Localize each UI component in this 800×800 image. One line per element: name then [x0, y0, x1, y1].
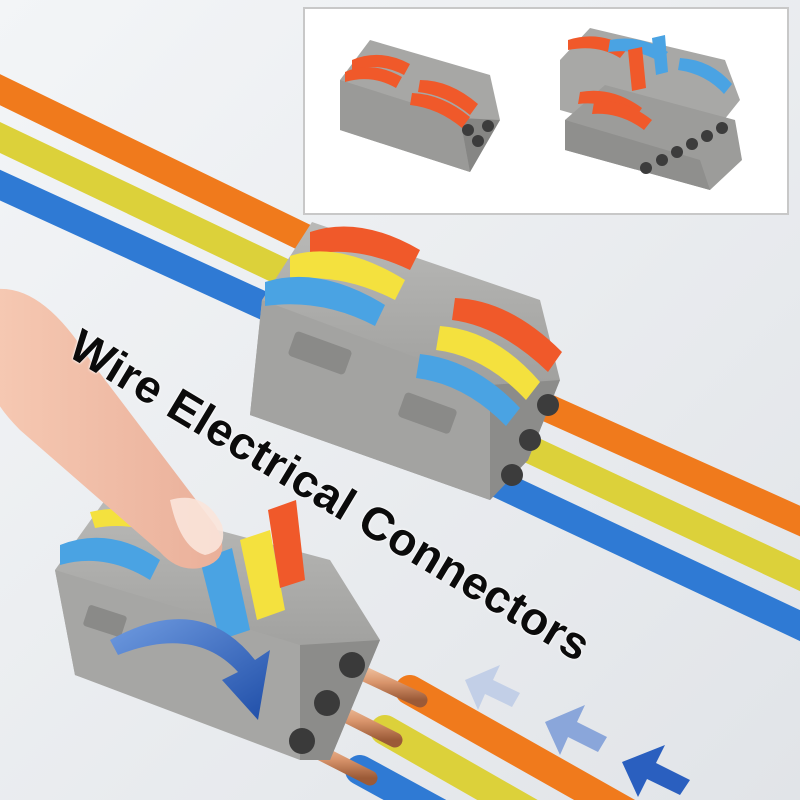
insert-direction-arrow-icon: [465, 665, 690, 797]
upper-wires-left: [0, 74, 344, 334]
finger: [0, 288, 224, 569]
lower-wires: [345, 675, 636, 800]
inset-connector-3-way: [340, 40, 500, 172]
inset-connector-stack: [560, 28, 742, 190]
upper-wires-right: [476, 386, 800, 642]
top-connector: [250, 222, 562, 500]
curved-arrow-icon: [110, 619, 270, 720]
inset-panel: [303, 7, 789, 215]
